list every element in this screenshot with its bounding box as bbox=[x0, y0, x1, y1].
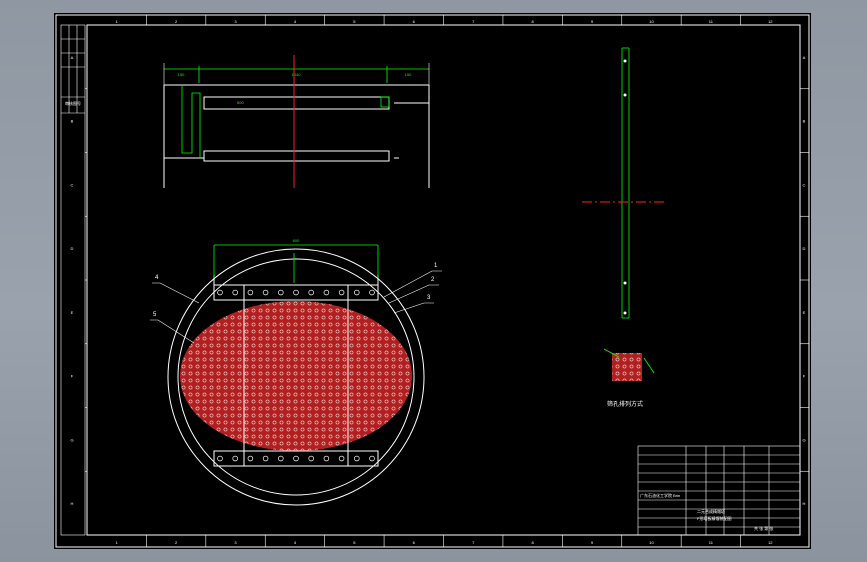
bolt-hole bbox=[323, 289, 330, 296]
zone-col-bottom-5: 5 bbox=[353, 540, 356, 545]
bolt-hole bbox=[338, 289, 345, 296]
zone-row-right-H: H bbox=[803, 501, 806, 506]
revision-strip: 审核图号 bbox=[60, 24, 86, 536]
zone-row-right-C: C bbox=[803, 182, 806, 187]
bolt-hole bbox=[293, 289, 299, 296]
dim-middle: 1540 bbox=[292, 72, 302, 77]
bolt-hole bbox=[308, 455, 314, 462]
zone-col-bottom-3: 3 bbox=[234, 540, 237, 545]
zone-row-right-F: F bbox=[803, 374, 806, 379]
zone-col-top-7: 7 bbox=[472, 19, 475, 24]
title-block-subtitle: F形塔板精馏装配图 bbox=[697, 515, 731, 521]
dim-left: 150 bbox=[178, 72, 185, 77]
zone-row-right-G: G bbox=[802, 437, 805, 442]
zone-row-right-D: D bbox=[803, 246, 806, 251]
bolt-hole bbox=[369, 289, 375, 296]
zone-col-top-5: 5 bbox=[353, 19, 356, 24]
title-block-drawing-title: 二元合成精馏塔 bbox=[697, 508, 725, 514]
plate-circle bbox=[177, 258, 415, 496]
title-block-sheet: 共 张 第 张 bbox=[754, 525, 773, 531]
bolt-hole bbox=[217, 455, 223, 462]
zone-col-top-10: 10 bbox=[649, 19, 654, 24]
leader-label-1: 1 bbox=[434, 263, 438, 269]
detail-hole-pattern bbox=[612, 353, 642, 381]
bolt-hole bbox=[232, 289, 238, 296]
bolt-hole bbox=[338, 455, 345, 462]
revision-stamp-text: 审核图号 bbox=[65, 100, 81, 106]
leader-label-5: 5 bbox=[153, 312, 157, 318]
bolt-hole bbox=[262, 455, 269, 462]
bolt-holes bbox=[217, 289, 375, 462]
zone-row-left-B: B bbox=[71, 119, 74, 124]
plate-width-dim: 600 bbox=[293, 238, 300, 243]
bolt-hole bbox=[354, 289, 360, 296]
bolt-hole bbox=[247, 289, 254, 296]
side-elevation-view bbox=[582, 47, 666, 319]
zone-col-top-11: 11 bbox=[709, 19, 714, 24]
bolt-hole bbox=[217, 289, 223, 296]
zone-col-top-6: 6 bbox=[413, 19, 416, 24]
bolt-hole bbox=[369, 455, 375, 462]
zone-col-top-2: 2 bbox=[175, 19, 178, 24]
zone-col-bottom-2: 2 bbox=[175, 540, 178, 545]
title-block-company: 广东石油化工学院 Brin bbox=[640, 492, 680, 498]
leader-label-3: 3 bbox=[427, 295, 431, 301]
zone-row-left-E: E bbox=[71, 310, 74, 315]
zone-col-top-1: 1 bbox=[116, 19, 119, 24]
bolt-hole bbox=[278, 289, 284, 296]
zone-col-bottom-9: 9 bbox=[591, 540, 594, 545]
bolt-hole bbox=[308, 289, 314, 296]
dim-weir: 600 bbox=[237, 100, 244, 105]
leader-label-4: 4 bbox=[155, 275, 159, 281]
zone-row-left-C: C bbox=[71, 182, 74, 187]
hole-arrangement-detail: 筛孔排列方式 bbox=[603, 348, 655, 408]
bolt-hole bbox=[354, 455, 360, 462]
zone-col-bottom-11: 11 bbox=[709, 540, 714, 545]
zone-col-bottom-8: 8 bbox=[532, 540, 535, 545]
bolt-hole bbox=[278, 455, 284, 462]
tower-shell-circle bbox=[167, 248, 425, 506]
detail-caption: 筛孔排列方式 bbox=[607, 400, 643, 408]
zone-col-top-8: 8 bbox=[532, 19, 535, 24]
bolt-hole bbox=[262, 289, 269, 296]
bolt-hole bbox=[323, 455, 330, 462]
section-view: 150 1540 150 600 bbox=[163, 55, 430, 188]
zone-row-right-E: E bbox=[803, 310, 806, 315]
zone-row-left-H: H bbox=[71, 501, 74, 506]
zone-row-left-D: D bbox=[71, 246, 74, 251]
title-block: 广东石油化工学院 Brin 二元合成精馏塔 F形塔板精馏装配图 共 张 第 张 bbox=[637, 445, 801, 536]
zone-row-left-A: A bbox=[71, 55, 74, 60]
zone-col-bottom-7: 7 bbox=[472, 540, 475, 545]
zone-col-bottom-1: 1 bbox=[116, 540, 119, 545]
bolt-hole bbox=[247, 455, 254, 462]
zone-col-top-4: 4 bbox=[294, 19, 297, 24]
zone-col-bottom-12: 12 bbox=[768, 540, 773, 545]
perforated-hole-field bbox=[180, 301, 412, 451]
zone-row-right-B: B bbox=[803, 119, 806, 124]
zone-col-top-9: 9 bbox=[591, 19, 594, 24]
sheet-inner-frame bbox=[86, 24, 801, 536]
plate-plan-view: 600 4 5 1 2 3 bbox=[150, 238, 442, 506]
top-downcomer-strip bbox=[213, 284, 379, 301]
zone-col-bottom-6: 6 bbox=[413, 540, 416, 545]
zone-col-bottom-10: 10 bbox=[649, 540, 654, 545]
bottom-downcomer-strip bbox=[213, 450, 379, 467]
dim-right: 150 bbox=[405, 72, 412, 77]
sheet-outer-frame bbox=[55, 14, 810, 548]
zone-row-left-G: G bbox=[70, 437, 73, 442]
zone-col-top-3: 3 bbox=[234, 19, 237, 24]
leader-label-2: 2 bbox=[431, 277, 435, 283]
zone-row-right-A: A bbox=[803, 55, 806, 60]
bolt-hole bbox=[293, 455, 299, 462]
zone-row-left-F: F bbox=[71, 374, 74, 379]
zone-col-bottom-4: 4 bbox=[294, 540, 297, 545]
zone-col-top-12: 12 bbox=[768, 19, 773, 24]
bolt-hole bbox=[232, 455, 238, 462]
